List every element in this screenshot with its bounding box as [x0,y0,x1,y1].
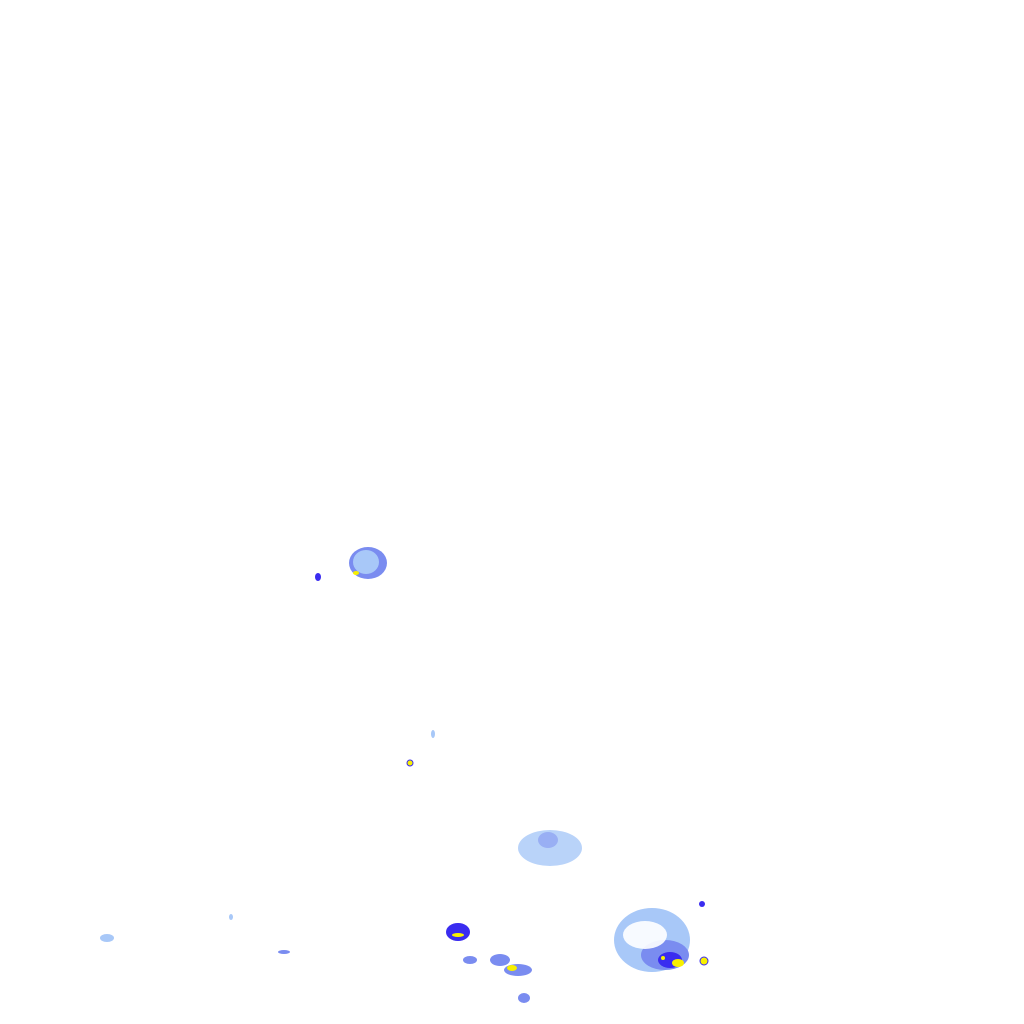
echo-intense [507,965,517,971]
echo-light [518,830,582,866]
echo-small [229,914,233,920]
echo-moderate [463,956,477,964]
echo-cell-south [446,923,532,1003]
echo-moderate [504,964,532,976]
echo-moderate [490,954,510,966]
echo-intense [452,933,464,937]
echo-light [353,550,379,574]
echo-small [100,934,114,942]
echo-intense [661,956,665,960]
echo-gap [623,921,667,949]
echo-small [278,950,290,954]
echo-intense [406,759,414,767]
echo-moderate [518,993,530,1003]
echo-small [315,573,321,581]
echo-intense [353,571,359,575]
echo-cell-southeast [614,901,709,972]
echo-moderate [538,832,558,848]
echo-cell-center [518,830,582,866]
echo-small [431,730,435,738]
echo-heavy [446,923,470,941]
echo-small [699,901,705,907]
echo-intense [699,956,709,966]
echo-intense [672,959,684,967]
echo-cell-north [349,547,387,579]
